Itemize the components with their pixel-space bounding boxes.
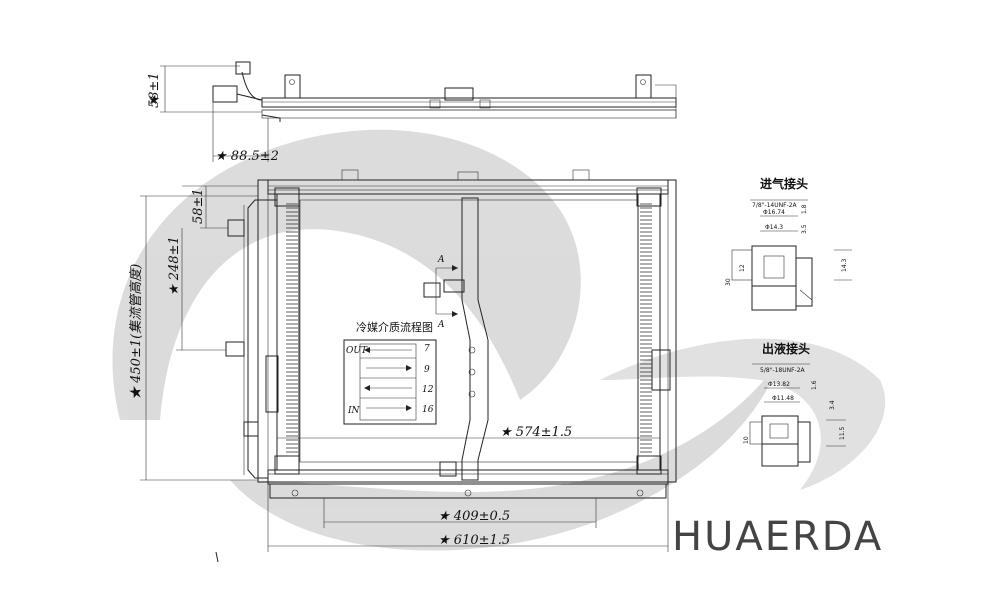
flow-in-label: IN [347, 406, 361, 416]
star-marker: ★ [147, 93, 160, 108]
outlet-title: 出液接头 [762, 341, 810, 356]
dim-upper-offset: 58±1 [182, 185, 258, 229]
fin-pattern-right [640, 203, 652, 457]
outlet-dim-c: 11.5 [839, 426, 846, 440]
watermark-swirl [112, 129, 886, 551]
inlet-thread: 7/8"-14UNF-2A [752, 202, 798, 209]
outlet-dim-b: 3.4 [829, 400, 836, 410]
section-a-top: A [437, 255, 445, 265]
dim-mid-height: ★ 248±1 [167, 228, 226, 351]
dim-total-width: ★ 610±1.5 [267, 484, 669, 552]
total-height-label: ★ 450±1(集流管高度) [129, 264, 144, 400]
top-height-label: 58±1 [147, 72, 162, 108]
top-view [212, 61, 677, 122]
flow-out-label: OUT [346, 346, 368, 356]
inlet-dim-c: 14.3 [841, 258, 848, 272]
dim-core-width: ★ 574±1.5 [277, 425, 660, 440]
outlet-dim-d: 10 [743, 436, 750, 444]
outlet-thread: 5/8"-18UNF-2A [760, 367, 806, 374]
total-width-label: ★ 610±1.5 [438, 533, 510, 548]
inlet-dim-d: 12 [739, 264, 746, 272]
brand-logo: HUAERDA [672, 514, 883, 560]
core-width-label: ★ 574±1.5 [500, 425, 572, 440]
fin-pattern-left [286, 203, 298, 457]
flow-diagram: 冷媒介质流程图 OUT IN 7 9 12 16 [343, 320, 437, 425]
dim-mount-span: ★ 409±0.5 [323, 498, 597, 528]
upper-offset-label: 58±1 [191, 188, 206, 224]
inlet-dim-a: 1.8 [801, 204, 808, 214]
section-marker: A A [435, 255, 458, 330]
flow-diagram-title: 冷媒介质流程图 [356, 320, 433, 334]
section-a-bottom: A [437, 320, 445, 330]
mount-span-label: ★ 409±0.5 [438, 509, 510, 524]
outlet-dim-a: 1.6 [811, 380, 818, 390]
top-width-label: ★ 88.5±2 [215, 149, 279, 164]
dim-top-height: 58±1 ★ [147, 65, 262, 113]
inlet-d2: Φ14.3 [765, 224, 783, 231]
inlet-title: 进气接头 [760, 176, 808, 191]
inlet-dim-e: 30 [725, 278, 732, 286]
front-view [225, 169, 677, 499]
dim-total-height: ★ 450±1(集流管高度) [129, 195, 258, 481]
pass-number-4: 16 [422, 405, 434, 415]
mid-height-label: ★ 248±1 [167, 236, 182, 296]
pass-number-3: 12 [422, 385, 434, 395]
inlet-detail: 进气接头 7/8"-14UNF-2A Φ16.74 Φ14.3 1.8 3.5 … [725, 176, 852, 311]
inlet-dim-b: 3.5 [801, 224, 808, 234]
dim-top-width: ★ 88.5±2 [212, 100, 279, 164]
inlet-d1: Φ16.74 [763, 209, 785, 216]
pass-number-1: 7 [424, 344, 430, 354]
outlet-d2: Φ11.48 [772, 395, 794, 402]
outlet-detail: 出液接头 5/8"-18UNF-2A Φ13.82 Φ11.48 1.6 3.4… [743, 341, 846, 467]
stray-mark [215, 551, 219, 563]
outlet-d1: Φ13.82 [768, 381, 790, 388]
pass-number-2: 9 [424, 365, 430, 375]
